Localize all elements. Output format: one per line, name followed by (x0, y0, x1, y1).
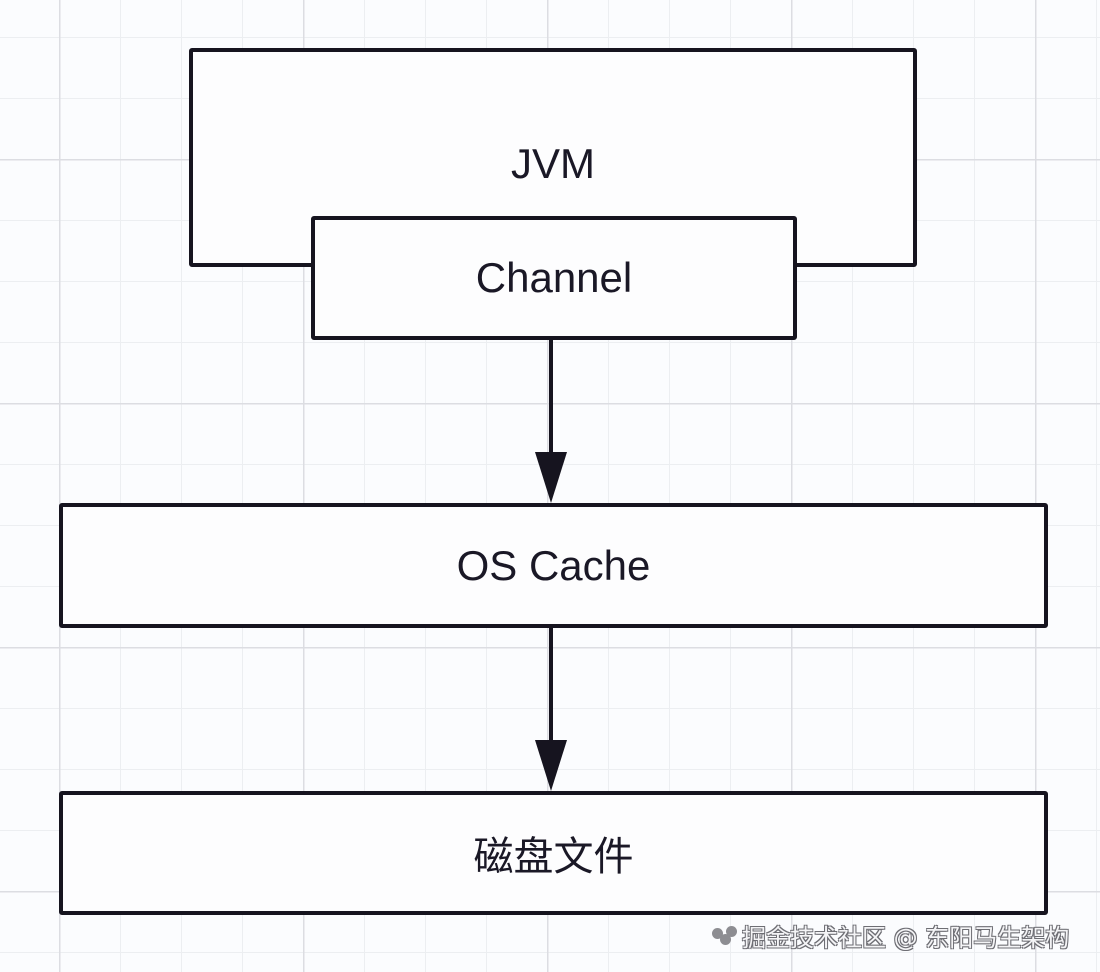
community-logo-icon (712, 925, 738, 946)
disk-file-node: 磁盘文件 (59, 791, 1048, 915)
watermark-text: 掘金技术社区 @ 东阳马生架构 (742, 924, 1070, 952)
watermark: 掘金技术社区 @ 东阳马生架构 (712, 918, 1069, 953)
arrowhead-icon (535, 740, 567, 791)
os-cache-node: OS Cache (59, 503, 1048, 628)
os-cache-label: OS Cache (456, 541, 651, 589)
arrowhead-icon (535, 452, 567, 503)
jvm-label: JVM (511, 140, 595, 187)
channel-label: Channel (475, 254, 633, 301)
edge-os-cache-to-disk-file (535, 628, 567, 791)
disk-file-label: 磁盘文件 (473, 834, 634, 880)
channel-node: Channel (311, 216, 797, 340)
edge-channel-to-os-cache (535, 340, 567, 503)
